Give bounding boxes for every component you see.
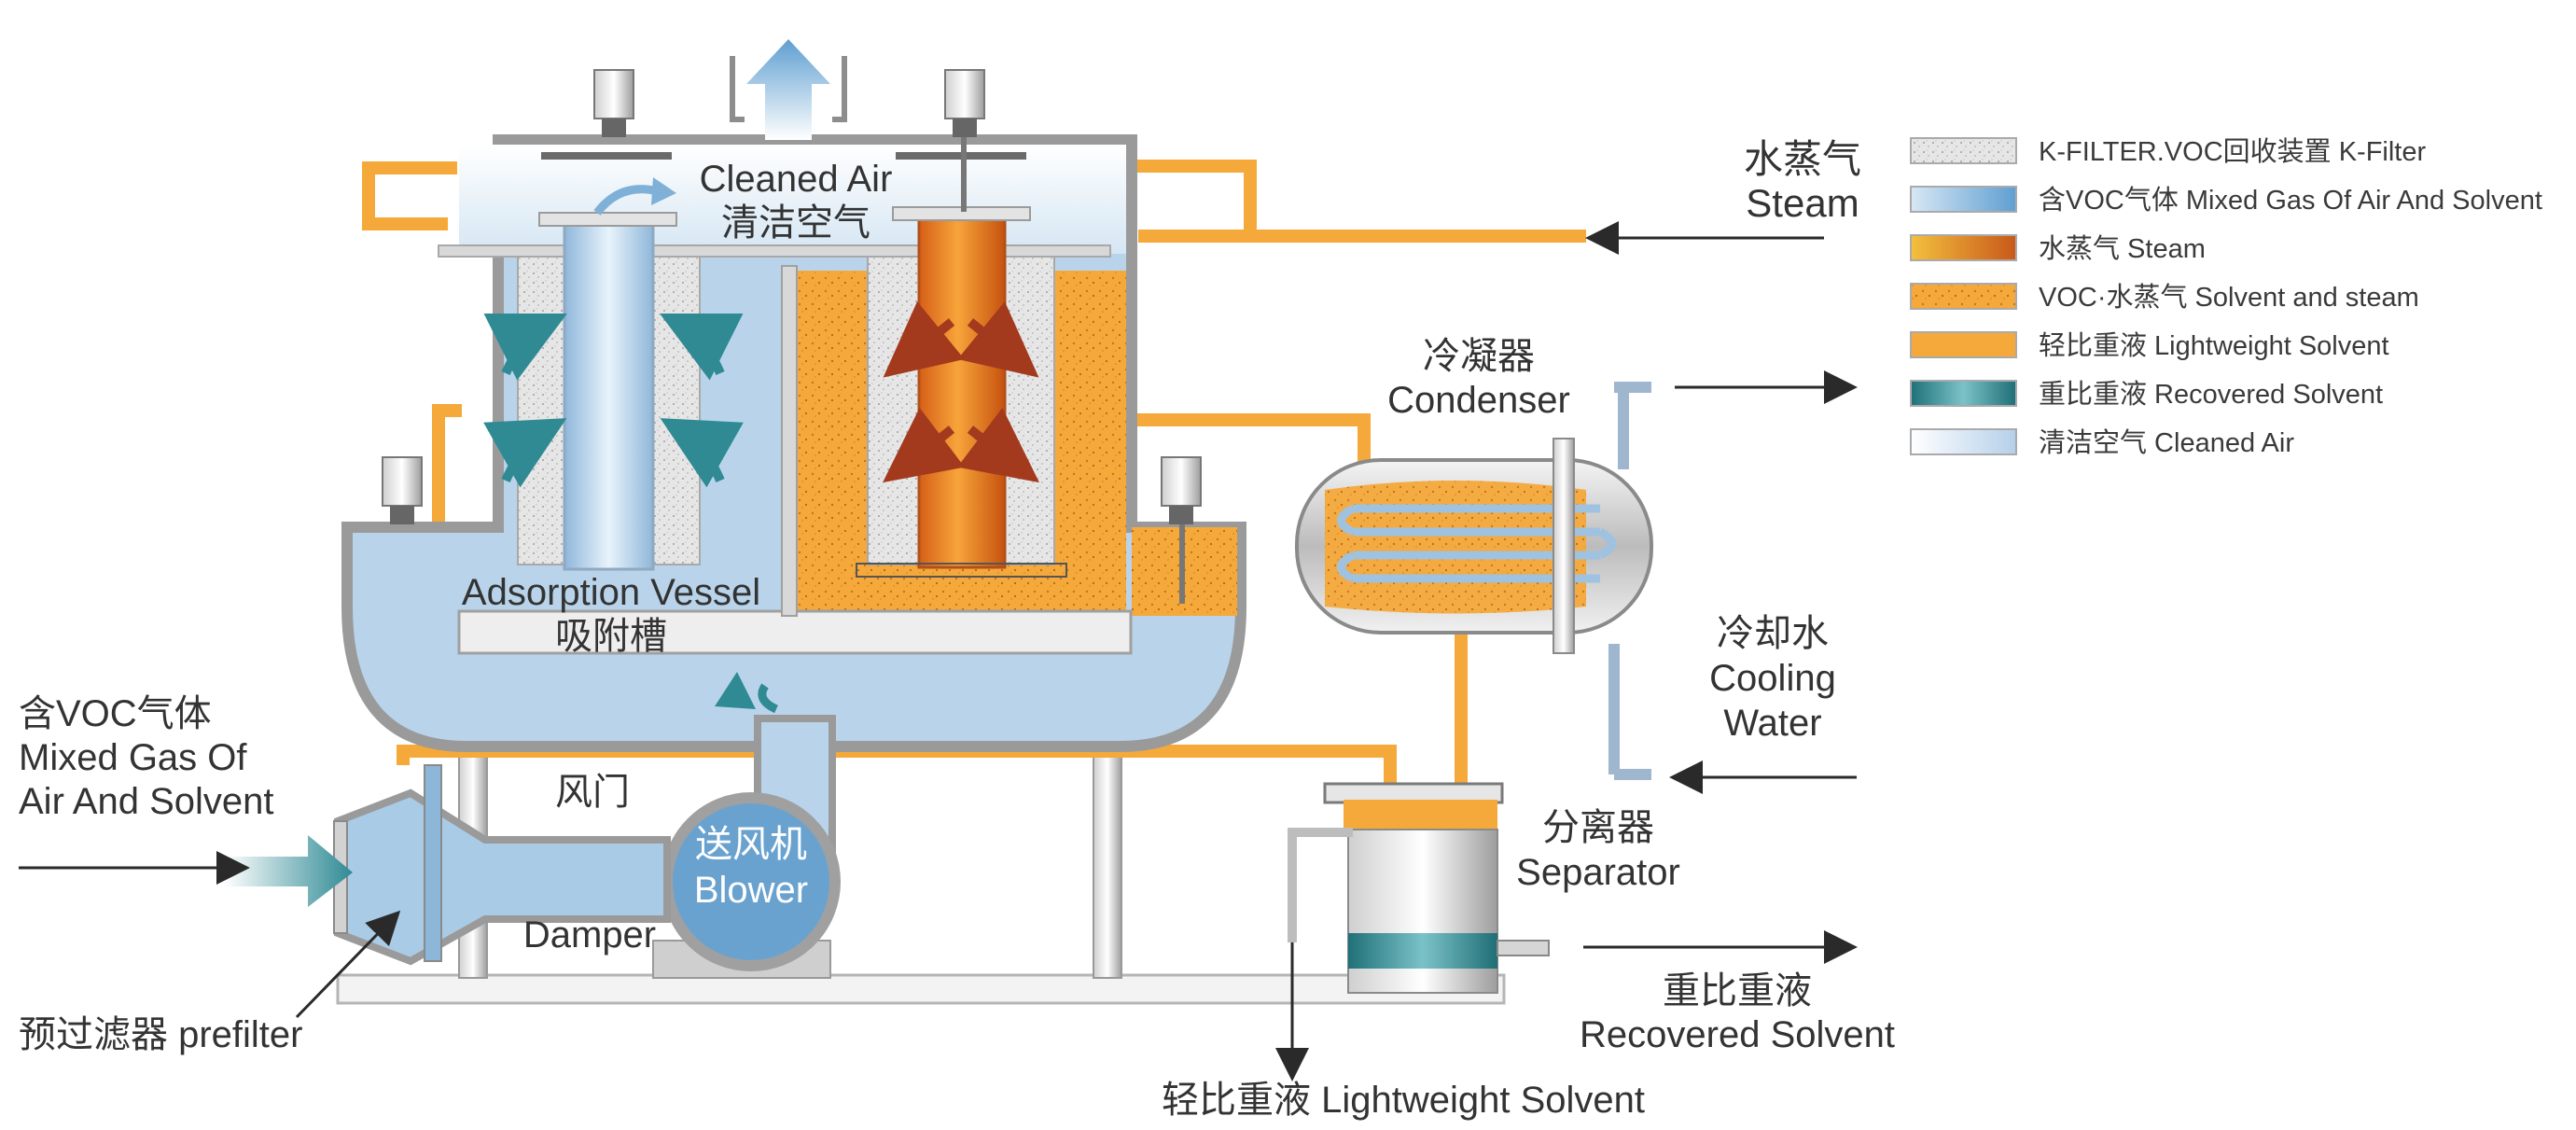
- legend-item-cleaned-air: 清洁空气 Cleaned Air: [1910, 427, 2294, 458]
- legend-item-solvent-steam: VOC·水蒸气 Solvent and steam: [1910, 282, 2419, 313]
- mixed-gas-label-zh: 含VOC气体: [19, 693, 212, 734]
- cooling-label-en-2: Water: [1723, 703, 1821, 744]
- legend-item-k-filter: K-FILTER.VOC回收装置 K-Filter: [1910, 136, 2426, 167]
- filter-cartridge-right: [856, 206, 1067, 578]
- blower-label-zh: 送风机: [695, 824, 807, 865]
- cooling-label-en-1: Cooling: [1709, 658, 1836, 699]
- svg-text:VOC·水蒸气 Solvent and steam: VOC·水蒸气 Solvent and steam: [2039, 282, 2419, 313]
- cleaned-air-outlet: [730, 39, 847, 140]
- damper-label-en: Damper: [523, 914, 656, 956]
- prefilter-label: 预过滤器 prefilter: [19, 1014, 303, 1055]
- filter-cartridge-left: [517, 212, 701, 571]
- legend-item-lightweight: 轻比重液 Lightweight Solvent: [1910, 330, 2389, 361]
- legend-item-recovered: 重比重液 Recovered Solvent: [1910, 379, 2383, 410]
- svg-text:轻比重液 Lightweight Solvent: 轻比重液 Lightweight Solvent: [2039, 330, 2389, 361]
- legend-item-mixed-gas: 含VOC气体 Mixed Gas Of Air And Solvent: [1910, 185, 2542, 216]
- condenser-label-zh: 冷凝器: [1423, 336, 1535, 377]
- legend-item-steam: 水蒸气 Steam: [1910, 233, 2206, 264]
- svg-text:重比重液 Recovered Solvent: 重比重液 Recovered Solvent: [2039, 379, 2383, 410]
- separator-label-en: Separator: [1516, 852, 1680, 893]
- mixed-gas-label-en-2: Air And Solvent: [19, 781, 274, 822]
- damper-label-zh: 风门: [555, 772, 630, 813]
- svg-text:水蒸气 Steam: 水蒸气 Steam: [2039, 233, 2206, 264]
- steam-label-en: Steam: [1746, 181, 1859, 225]
- separator: [1288, 782, 1550, 994]
- upflow-arrows: [483, 314, 744, 488]
- cleaned-air-arrow: [593, 177, 676, 216]
- recovered-label-en: Recovered Solvent: [1580, 1014, 1895, 1055]
- adsorption-label-en: Adsorption Vessel: [462, 572, 760, 613]
- solvent-steam-pipes: [362, 160, 1586, 793]
- steam-label-zh: 水蒸气: [1744, 137, 1861, 181]
- svg-text:清洁空气 Cleaned Air: 清洁空气 Cleaned Air: [2039, 427, 2294, 458]
- cooling-label-zh: 冷却水: [1717, 613, 1829, 654]
- adsorption-label-zh: 吸附槽: [555, 616, 667, 657]
- inlet-arrow: [224, 835, 353, 907]
- mixed-gas-label-en-1: Mixed Gas Of: [19, 737, 247, 778]
- condenser-label-en: Condenser: [1387, 380, 1570, 421]
- blower-label-en: Blower: [694, 870, 808, 911]
- desorption-arrows: [883, 301, 1039, 483]
- legend: K-FILTER.VOC回收装置 K-Filter 含VOC气体 Mixed G…: [1910, 136, 2542, 458]
- top-valves: [382, 69, 1202, 604]
- svg-text:K-FILTER.VOC回收装置 K-Filter: K-FILTER.VOC回收装置 K-Filter: [2039, 136, 2426, 167]
- svg-text:含VOC气体 Mixed Gas Of Air And So: 含VOC气体 Mixed Gas Of Air And Solvent: [2039, 185, 2542, 216]
- annotation-arrows: [19, 221, 1858, 1081]
- cleaned-air-label-en: Cleaned Air: [700, 159, 893, 200]
- separator-label-zh: 分离器: [1542, 807, 1654, 848]
- labels: Cleaned Air 清洁空气 水蒸气 Steam 冷凝器 Condenser…: [19, 137, 1895, 1121]
- condenser: [1295, 382, 1653, 780]
- recovered-label-zh: 重比重液: [1663, 970, 1812, 1011]
- cleaned-air-label-zh: 清洁空气: [721, 202, 870, 244]
- lightweight-label: 轻比重液 Lightweight Solvent: [1162, 1080, 1645, 1121]
